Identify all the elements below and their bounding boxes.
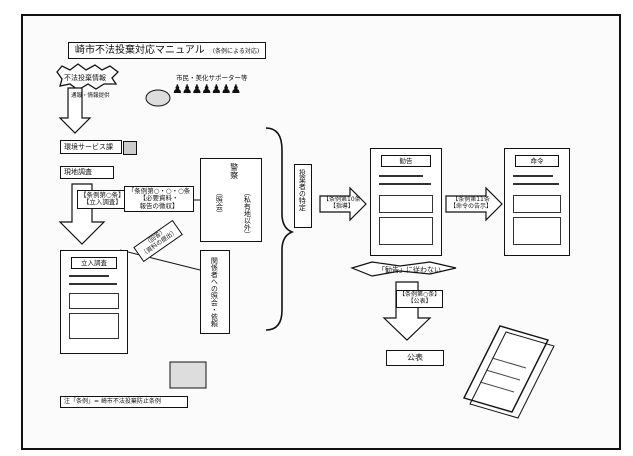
arrow-tag-1: 【条例第10条 【指導】 xyxy=(323,196,361,210)
arrow-down-1 xyxy=(58,87,92,134)
newspaper-icon-shape xyxy=(462,325,555,419)
site-survey-box: 現地調査 xyxy=(60,166,114,179)
doc-line xyxy=(379,183,431,185)
page-title: 崎市不法投棄対応マニュアル (条例による対応) xyxy=(68,42,267,59)
doc-block xyxy=(69,293,119,309)
title-note: (条例による対応) xyxy=(212,48,260,55)
map-icon xyxy=(123,141,137,155)
doc-middle-header: 勧告 xyxy=(381,155,431,167)
site-survey-label: 現地調査 xyxy=(64,168,92,176)
footnote-text: 注「条例」= 崎市不法投棄防止条例 xyxy=(64,398,161,405)
identify-label: 投棄者の特定 xyxy=(298,169,307,211)
entry-tag: 【条例第○条】 【立入調査】 xyxy=(77,190,128,209)
arrow-right-2 xyxy=(445,186,503,222)
doc-middle: 勧告 xyxy=(370,148,442,256)
private-land-label: （私有地以外） xyxy=(243,189,252,238)
doc-block xyxy=(379,217,433,245)
noncompliance-label: 「勧告」に従わない xyxy=(378,266,441,274)
footnote: 注「条例」= 崎市不法投棄防止条例 xyxy=(60,396,188,408)
police-sub-label: （照会） xyxy=(215,189,224,217)
publish-box: 公表 xyxy=(386,350,444,366)
doc-line xyxy=(69,283,117,285)
relations-label: 関係者への照会・依頼 xyxy=(210,257,219,327)
service-section-label: 環境サービス課 xyxy=(64,143,113,151)
title-text: 崎市不法投棄対応マニュアル xyxy=(75,45,205,56)
bracket-shape xyxy=(265,127,295,331)
supporters-label: 市民・美化サポーター等 xyxy=(176,74,248,82)
service-section-box: 環境サービス課 xyxy=(60,140,122,154)
report-burst-shape xyxy=(56,63,119,91)
stamp-box-shape xyxy=(169,361,207,389)
relations-box: 関係者への照会・依頼 xyxy=(200,250,230,334)
inquiry-tag: 「条例第○・○・○条 【必要資料・ 報告の徴収】 xyxy=(124,186,194,213)
arrow-tag-2: 【条例第11条 【命令の告示】 xyxy=(450,196,493,210)
doc-line xyxy=(513,183,559,185)
report-box-label: 不法投棄情報 xyxy=(64,74,106,82)
doc-block xyxy=(513,217,561,245)
doc-line xyxy=(69,275,109,277)
doc-left: 立入調査 xyxy=(60,250,128,354)
doc-block xyxy=(69,313,119,339)
identify-box: 投棄者の特定 xyxy=(294,164,312,228)
report-tag: 通報・情報提供 xyxy=(71,93,110,99)
doc-right-header: 命令 xyxy=(515,155,559,167)
publish-label: 公表 xyxy=(407,353,423,362)
doc-line xyxy=(379,175,423,177)
police-box: 警察 （照会） （私有地以外） xyxy=(200,158,262,242)
doc-block xyxy=(513,195,561,213)
arrow-right-1 xyxy=(319,186,367,222)
publish-tag: 【条例第○条】 【公表】 xyxy=(396,290,444,308)
police-label: 警察 xyxy=(229,163,239,179)
doc-right: 命令 xyxy=(504,148,570,256)
people-group-icon: ♟♟♟♟♟♟♟ xyxy=(172,82,241,96)
phone-icon-shape xyxy=(145,89,171,107)
doc-left-header: 立入調査 xyxy=(71,257,117,269)
doc-block xyxy=(379,195,433,213)
doc-line xyxy=(513,175,553,177)
flow-line-2 xyxy=(119,249,201,271)
arrow-down-3 xyxy=(382,281,432,341)
noncompliance-band-shape xyxy=(350,261,457,277)
